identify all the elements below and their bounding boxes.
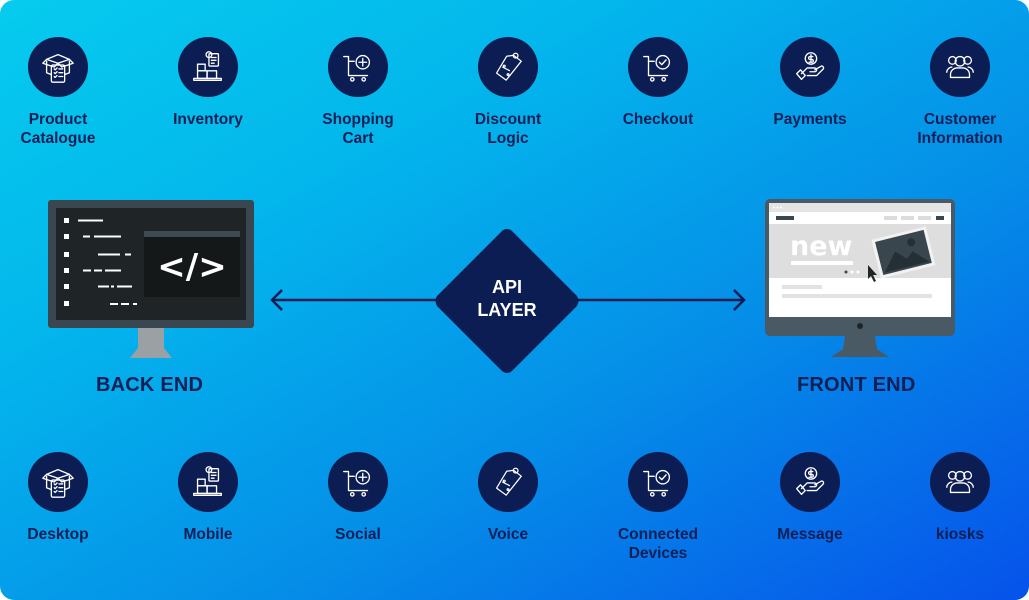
front-end-title: FRONT END bbox=[797, 374, 916, 396]
hand-coin-icon bbox=[780, 452, 840, 512]
users-group-icon bbox=[930, 452, 990, 512]
channel-label: Voice bbox=[487, 526, 529, 543]
cart-plus-icon bbox=[328, 452, 388, 512]
channel-label: Message bbox=[777, 526, 843, 543]
api-layer-label: API LAYER bbox=[477, 277, 537, 320]
capability-shopping-cart: Shopping Cart bbox=[288, 37, 428, 148]
cart-check-icon bbox=[628, 37, 688, 97]
api-layer-diamond bbox=[435, 229, 579, 373]
channel-label: Mobile bbox=[183, 526, 233, 543]
top-capabilities-row: Product Catalogue Inventory bbox=[0, 37, 1029, 167]
capability-label: Inventory bbox=[173, 111, 243, 128]
code-tag-icon: </> bbox=[157, 247, 226, 287]
channel-social: Social bbox=[288, 452, 428, 544]
back-end-title: BACK END bbox=[96, 374, 204, 396]
capability-label: Product Catalogue bbox=[20, 111, 96, 147]
banner-text: new bbox=[790, 231, 852, 262]
discount-tag-icon bbox=[478, 37, 538, 97]
inventory-boxes-icon bbox=[178, 37, 238, 97]
capability-label: Checkout bbox=[622, 111, 694, 128]
discount-tag-icon bbox=[478, 452, 538, 512]
capability-checkout: Checkout bbox=[588, 37, 728, 129]
capability-inventory: Inventory bbox=[138, 37, 278, 129]
back-end-monitor: </> bbox=[48, 200, 254, 358]
channel-label: Desktop bbox=[27, 526, 89, 543]
box-checklist-icon bbox=[28, 37, 88, 97]
box-checklist-icon bbox=[28, 452, 88, 512]
arrow-right-icon bbox=[733, 289, 746, 311]
channel-label: Connected Devices bbox=[617, 526, 699, 562]
capability-label: Shopping Cart bbox=[322, 111, 394, 147]
channel-mobile: Mobile bbox=[138, 452, 278, 544]
channel-connected-devices: Connected Devices bbox=[588, 452, 728, 563]
capability-discount-logic: Discount Logic bbox=[438, 37, 578, 148]
image-placeholder-icon bbox=[871, 226, 936, 279]
channel-label: Social bbox=[335, 526, 381, 543]
inventory-boxes-icon bbox=[178, 452, 238, 512]
channel-message: Message bbox=[740, 452, 880, 544]
capability-product-catalogue: Product Catalogue bbox=[0, 37, 128, 148]
cursor-icon bbox=[868, 265, 877, 282]
capability-customer-information: Customer Information bbox=[890, 37, 1029, 148]
capability-label: Payments bbox=[773, 111, 847, 128]
cart-check-icon bbox=[628, 452, 688, 512]
code-lines bbox=[64, 218, 137, 306]
channel-desktop: Desktop bbox=[0, 452, 128, 544]
users-group-icon bbox=[930, 37, 990, 97]
channel-kiosks: kiosks bbox=[890, 452, 1029, 544]
capability-payments: Payments bbox=[740, 37, 880, 129]
cart-plus-icon bbox=[328, 37, 388, 97]
channel-voice: Voice bbox=[438, 452, 578, 544]
front-end-monitor: new bbox=[765, 199, 955, 357]
channel-label: kiosks bbox=[935, 526, 985, 543]
hand-coin-icon bbox=[780, 37, 840, 97]
capability-label: Customer Information bbox=[917, 111, 1003, 147]
capability-label: Discount Logic bbox=[474, 111, 542, 147]
bottom-channels-row: Desktop Mobile Social bbox=[0, 452, 1029, 582]
arrow-left-icon bbox=[270, 289, 283, 311]
